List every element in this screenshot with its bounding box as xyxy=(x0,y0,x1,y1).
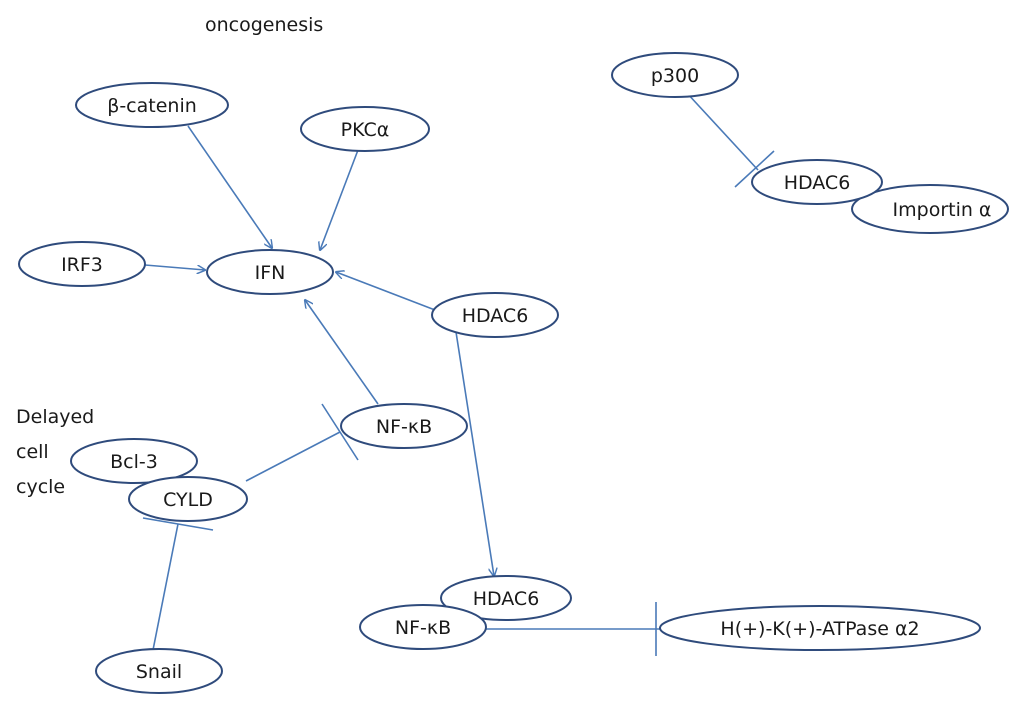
edge-irf3-to-ifn xyxy=(144,264,205,270)
edge-cyld-inhibits-nfkb xyxy=(245,431,341,482)
node-importin-alpha-label: Importin α xyxy=(893,199,992,221)
node-ifn: IFN xyxy=(206,249,334,295)
node-snail-label: Snail xyxy=(136,661,182,683)
node-hdac6-mid-label: HDAC6 xyxy=(462,305,529,327)
inhibition-bar-cyld xyxy=(321,403,359,461)
node-nfkb-mid-label: NF-κB xyxy=(376,416,432,438)
node-cyld-label: CYLD xyxy=(163,489,213,511)
node-hdac6-top-label: HDAC6 xyxy=(784,172,851,194)
node-irf3: IRF3 xyxy=(18,241,146,287)
node-bcl3: Bcl-3 xyxy=(70,438,198,484)
node-cyld: CYLD xyxy=(128,476,248,522)
node-atpase-label: H(+)-K(+)-ATPase α2 xyxy=(720,618,919,640)
node-pkc-alpha: PKCα xyxy=(300,106,430,152)
node-importin-alpha: Importin α xyxy=(851,184,1009,234)
edge-p300-inhibits-hdac6 xyxy=(685,91,759,171)
node-beta-catenin-label: β-catenin xyxy=(107,95,197,117)
node-beta-catenin: β-catenin xyxy=(75,82,229,128)
edge-hdac6-to-complex xyxy=(455,331,494,576)
node-hdac6-mid: HDAC6 xyxy=(431,292,559,338)
node-hdac6-top: HDAC6 xyxy=(751,159,883,205)
node-bcl3-label: Bcl-3 xyxy=(110,451,158,473)
delayed-cell-cycle-label-line1: Delayed xyxy=(16,406,94,428)
node-hdac6-bottom: HDAC6 xyxy=(440,575,572,621)
node-hdac6-bottom-label: HDAC6 xyxy=(473,588,540,610)
node-nfkb-bottom-label: NF-κB xyxy=(395,617,451,639)
edge-snail-inhibits-cyld xyxy=(152,523,179,651)
delayed-cell-cycle-label-line2: cell xyxy=(16,441,49,463)
inhibition-bar-snail xyxy=(142,517,214,531)
node-irf3-label: IRF3 xyxy=(61,254,103,276)
edge-nfkb-to-ifn xyxy=(305,300,379,405)
edge-pkc-to-ifn xyxy=(320,149,359,250)
edge-beta-catenin-to-ifn xyxy=(187,125,272,248)
node-ifn-label: IFN xyxy=(255,262,286,284)
node-p300: p300 xyxy=(611,52,739,98)
delayed-cell-cycle-label-line3: cycle xyxy=(16,476,65,498)
node-pkc-alpha-label: PKCα xyxy=(341,119,390,141)
node-snail: Snail xyxy=(95,648,223,694)
node-atpase: H(+)-K(+)-ATPase α2 xyxy=(659,605,981,651)
oncogenesis-label: oncogenesis xyxy=(205,14,323,36)
edge-hdac6-to-ifn xyxy=(336,272,436,311)
node-nfkb-bottom: NF-κB xyxy=(359,604,487,650)
node-p300-label: p300 xyxy=(651,65,699,87)
inhibition-bar-p300 xyxy=(734,150,775,188)
node-nfkb-mid: NF-κB xyxy=(340,403,468,449)
